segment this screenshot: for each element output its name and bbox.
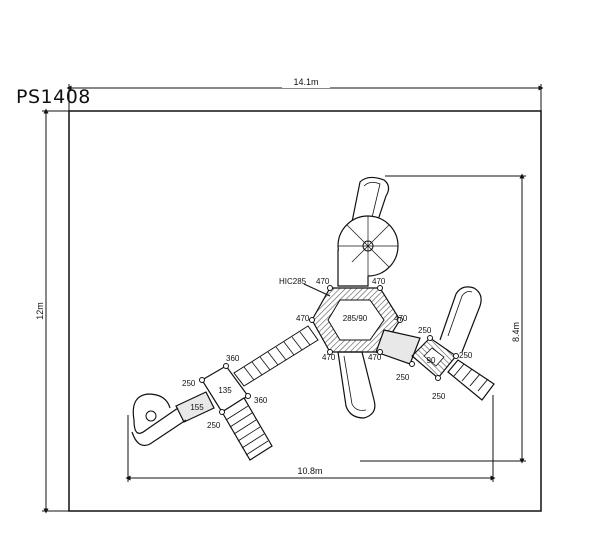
wave-slide (337, 351, 376, 419)
small-platform-label: 155 (190, 403, 204, 412)
hic-callout: HIC285 (279, 277, 331, 297)
ladder-bottom (221, 397, 273, 461)
hic-label: HIC285 (279, 277, 307, 286)
height-label-hex-right: 470 (394, 314, 408, 323)
tube-slide (131, 393, 187, 447)
diamond-tower-label: 90 (427, 356, 436, 365)
straight-slide (439, 286, 482, 353)
play-width-dimension: 10.8m (125, 395, 496, 482)
depth-dimension: 8.4m (360, 173, 526, 464)
height-markers (199, 285, 459, 415)
play-width-dimension-label: 10.8m (297, 466, 322, 476)
height-label-hex-top-right: 470 (372, 277, 386, 286)
height-label-diamond-left: 250 (396, 373, 410, 382)
ladder-right (447, 359, 495, 401)
height-label-square-top: 360 (226, 354, 240, 363)
height-label-diamond-right: 250 (459, 351, 473, 360)
model-code: PS1408 (16, 86, 91, 108)
height-dimension-label: 12m (35, 302, 45, 320)
height-label-hex-bottom-left: 470 (322, 353, 336, 362)
width-dimension-label: 14.1m (293, 77, 318, 87)
height-label-square-left: 250 (182, 379, 196, 388)
height-label-hex-left: 470 (296, 314, 310, 323)
connector-platform (375, 329, 421, 365)
height-label-hex-top-left: 470 (316, 277, 330, 286)
height-label-square-right: 360 (254, 396, 268, 405)
hex-tower-label: 285/90 (343, 314, 368, 323)
height-dimension: 12m (35, 108, 69, 514)
diamond-tower: 90 (411, 337, 457, 379)
small-platform: 155 (175, 391, 215, 423)
height-label-hex-bottom-right: 470 (368, 353, 382, 362)
spiral-slide (337, 176, 399, 287)
height-label-square-bottom: 250 (207, 421, 221, 430)
depth-dimension-label: 8.4m (511, 322, 521, 342)
height-label-diamond-bottom: 250 (432, 392, 446, 401)
safety-zone (68, 110, 542, 512)
height-label-diamond-top: 250 (418, 326, 432, 335)
hex-tower: 285/90 (311, 287, 401, 353)
chain-bridge (233, 325, 319, 387)
width-dimension: 14.1m (66, 76, 544, 111)
square-tower-label: 135 (218, 386, 232, 395)
